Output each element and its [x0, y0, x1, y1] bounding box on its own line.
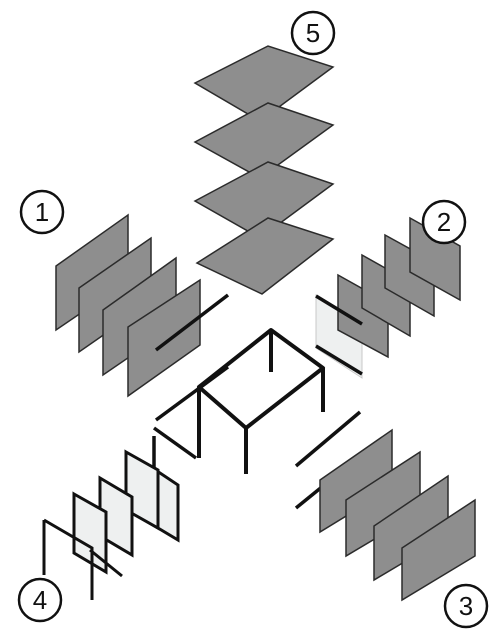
callout-2: 2 [423, 201, 465, 243]
group-3-lower-right-panels [296, 412, 475, 600]
central-frame [199, 330, 323, 474]
group-5-top-plates [195, 46, 333, 294]
callout-1-label: 1 [35, 197, 49, 227]
frame-top-rect [199, 330, 323, 428]
callout-3: 3 [445, 585, 487, 627]
callout-4: 4 [19, 579, 61, 621]
callout-5: 5 [292, 12, 334, 54]
callout-1: 1 [21, 191, 63, 233]
top-plate [197, 218, 333, 294]
group-4-glass-frames [44, 428, 196, 600]
callout-2-label: 2 [437, 207, 451, 237]
callout-3-label: 3 [459, 591, 473, 621]
frame-bar [296, 412, 360, 466]
frame-bar [154, 428, 196, 458]
callout-4-label: 4 [33, 585, 47, 615]
callout-5-label: 5 [306, 18, 320, 48]
